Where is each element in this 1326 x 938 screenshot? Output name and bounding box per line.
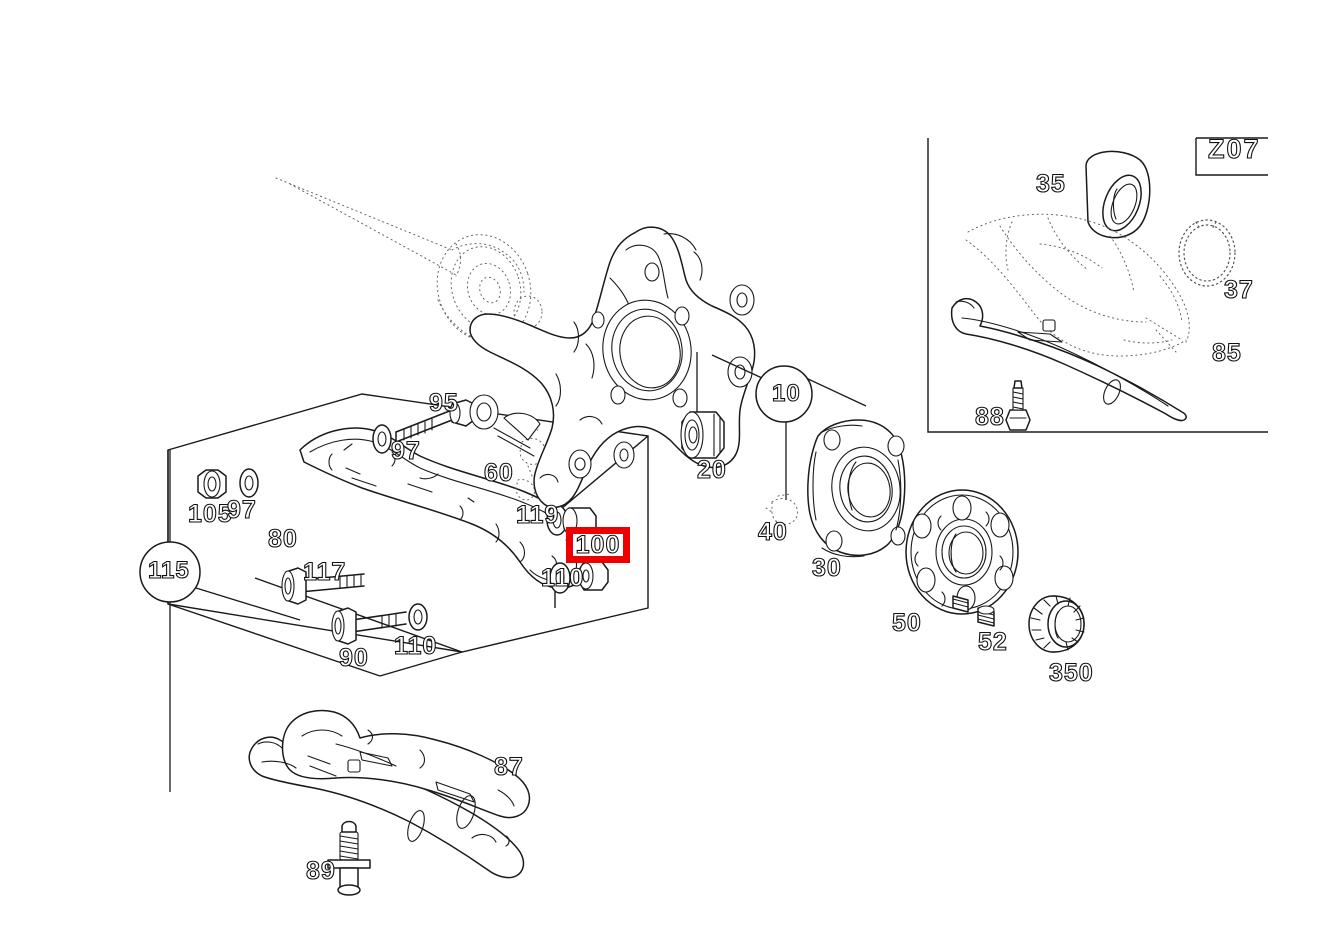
inset-lower-arm-85: [950, 297, 1187, 422]
fastener-105-nut: [197, 469, 227, 499]
washer-97-top: [372, 424, 392, 454]
bushing-20: [680, 411, 725, 459]
washer-110-mid: [408, 603, 428, 631]
label-20: 20: [696, 456, 727, 484]
label-119: 119: [515, 501, 560, 529]
label-60: 60: [483, 459, 514, 487]
inset-bushing-35: [1085, 150, 1151, 239]
bolt-117: [281, 567, 365, 605]
label-100: 100: [575, 530, 621, 559]
callout-leader-115: [139, 450, 301, 792]
inset-z07-box: [927, 137, 1268, 433]
label-95: 95: [428, 389, 459, 417]
screw-89: [327, 820, 371, 896]
label-88: 88: [974, 403, 1005, 431]
label-110-mid: 110: [393, 632, 438, 660]
bush-lower-right: [578, 561, 609, 591]
label-90: 90: [338, 644, 369, 672]
hub-flange-50: [905, 489, 1019, 615]
label-40: 40: [757, 518, 788, 546]
inset-bolt-88: [1005, 380, 1031, 431]
collar-nut-350: [1028, 595, 1085, 653]
label-105: 105: [187, 500, 233, 528]
stud-52: [977, 605, 995, 627]
washer-110-right: [549, 562, 571, 594]
lower-control-arm-87: [248, 709, 531, 879]
label-30: 30: [811, 554, 842, 582]
label-350: 350: [1048, 659, 1094, 687]
callout-115[interactable]: 115: [147, 557, 190, 584]
label-85: 85: [1211, 339, 1242, 367]
label-97-top: 97: [390, 437, 421, 465]
label-110-right: 110: [540, 564, 585, 592]
callout-leader-10: [711, 354, 867, 500]
label-89: 89: [305, 857, 336, 885]
inset-phantom-arm: [965, 213, 1190, 357]
highlighted-part-100[interactable]: 100: [566, 527, 630, 563]
label-80: 80: [267, 525, 298, 553]
wheel-bearing-housing-30: [807, 419, 906, 558]
label-97-left: 97: [226, 496, 257, 524]
label-35: 35: [1035, 170, 1066, 198]
callout-10[interactable]: 10: [771, 380, 801, 407]
label-52: 52: [977, 628, 1008, 656]
label-50: 50: [891, 609, 922, 637]
inset-code-z07: Z07: [1207, 134, 1261, 164]
inset-circlip-37: [1178, 219, 1236, 287]
label-117: 117: [302, 558, 347, 586]
label-87: 87: [493, 753, 524, 781]
phantom-part-40: [765, 493, 799, 529]
bolt-90: [331, 607, 407, 645]
washer-97-left: [239, 468, 259, 498]
label-37: 37: [1223, 276, 1254, 304]
